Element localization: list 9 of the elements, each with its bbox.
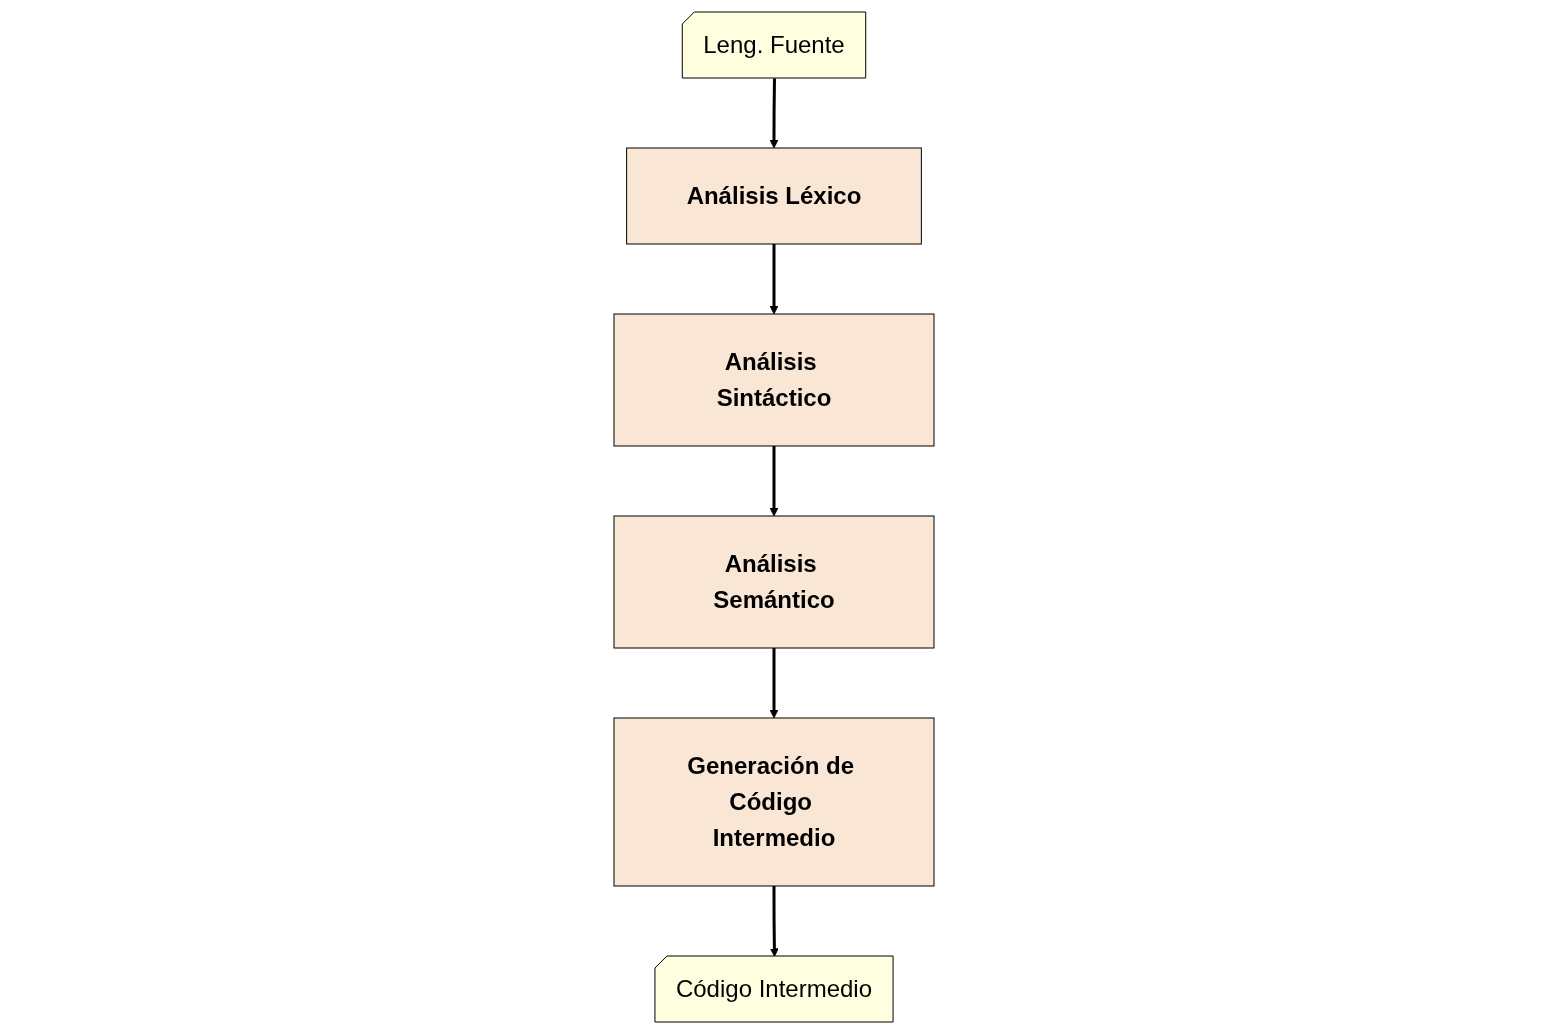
- arrow: [769, 647, 779, 718]
- arrow: [769, 445, 779, 516]
- node-box: Análisis Léxico: [626, 147, 922, 244]
- arrow: [770, 885, 779, 957]
- node-box: Generación de Código Intermedio: [613, 717, 935, 886]
- node-box: Análisis Semántico: [613, 515, 935, 648]
- node-box: Análisis Sintáctico: [613, 313, 935, 446]
- arrow: [769, 243, 779, 314]
- arrow: [769, 77, 779, 148]
